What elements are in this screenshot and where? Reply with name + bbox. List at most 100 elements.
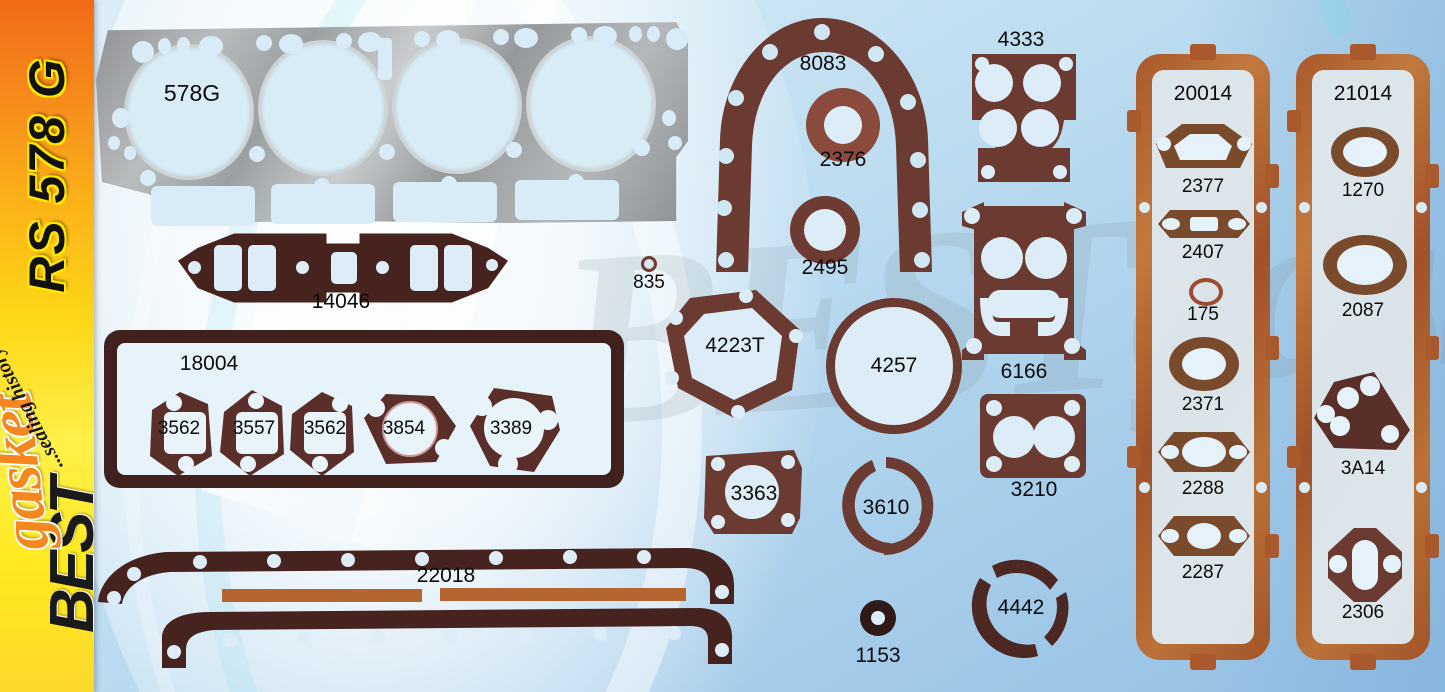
bolt-hole bbox=[249, 146, 265, 162]
vc21014-tab-right bbox=[1425, 336, 1439, 360]
bolt-hole bbox=[634, 140, 650, 156]
bolt-hole bbox=[132, 41, 154, 63]
label-3210: 3210 bbox=[1010, 478, 1058, 501]
bolt-hole bbox=[647, 26, 660, 42]
part-number-title: RS 578 G bbox=[19, 57, 75, 293]
bolt-hole bbox=[436, 30, 460, 50]
bolt-hole bbox=[1139, 202, 1150, 213]
gasket-6166-shape bbox=[962, 202, 1086, 360]
bolt-hole bbox=[199, 36, 223, 56]
o-ring-835 bbox=[641, 256, 657, 272]
label-835: 835 bbox=[633, 272, 665, 293]
label-18004-item-3: 3854 bbox=[382, 418, 426, 439]
gasket-2288-shape bbox=[1158, 432, 1250, 472]
oil-pan-gasket-22018: 22018 bbox=[70, 540, 750, 680]
label-175: 175 bbox=[1187, 304, 1219, 325]
bolt-hole bbox=[158, 38, 171, 54]
bolt-hole bbox=[1299, 202, 1310, 213]
bolt-hole bbox=[1256, 482, 1267, 493]
head-gasket-water-slot bbox=[151, 186, 255, 226]
label-2288: 2288 bbox=[1181, 478, 1225, 499]
o-ring-175 bbox=[1189, 278, 1223, 306]
bolt-hole bbox=[1299, 482, 1310, 493]
cylinder-bore bbox=[124, 44, 254, 180]
label-valve-cover-left: 18004 bbox=[179, 352, 239, 375]
plate-gasket-3363: 3363 bbox=[702, 446, 806, 538]
label-valve-cover-right: 21014 bbox=[1333, 82, 1393, 105]
vc21014-tab-right bbox=[1425, 534, 1439, 558]
bolt-hole bbox=[593, 26, 617, 46]
label-2087: 2087 bbox=[1341, 300, 1385, 321]
label-2377: 2377 bbox=[1181, 176, 1225, 197]
label-6166: 6166 bbox=[1000, 360, 1048, 383]
bolt-hole bbox=[1256, 202, 1267, 213]
ring-gasket-4257: 4257 bbox=[826, 298, 962, 434]
gasket-4442-shape bbox=[971, 559, 1069, 658]
bolt-hole bbox=[666, 28, 688, 50]
bolt-hole bbox=[379, 144, 395, 160]
vc21014-tab-top bbox=[1350, 44, 1376, 60]
bolt-hole bbox=[124, 146, 136, 160]
o-ring-835-body bbox=[641, 256, 657, 272]
label-1153: 1153 bbox=[855, 644, 901, 667]
cylinder-bore bbox=[392, 38, 522, 174]
bolt-hole bbox=[336, 33, 352, 49]
gasket-2287-shape bbox=[1158, 516, 1250, 556]
bolt-hole bbox=[376, 261, 389, 274]
gasket-1270-shape bbox=[1331, 127, 1399, 177]
label-4257: 4257 bbox=[870, 354, 918, 377]
label-3a14: 3A14 bbox=[1340, 458, 1386, 479]
vc21014-tab-left bbox=[1287, 446, 1301, 468]
bolt-hole bbox=[414, 31, 430, 47]
valve-cover-gasket-20014: 20014 2377 2407 175 2371 2288 bbox=[1127, 44, 1279, 670]
label-3610: 3610 bbox=[862, 496, 910, 519]
bolt-hole bbox=[108, 136, 120, 150]
label-2407: 2407 bbox=[1181, 242, 1225, 263]
vc18004-inner-parts bbox=[150, 388, 560, 476]
label-2371: 2371 bbox=[1181, 394, 1225, 415]
vc20014-tab-left bbox=[1127, 446, 1141, 468]
bolt-hole bbox=[188, 261, 201, 274]
bolt-hole bbox=[1416, 482, 1427, 493]
gasket-2377-shape bbox=[1156, 124, 1252, 168]
bolt-hole bbox=[514, 28, 538, 48]
label-18004-item-4: 3389 bbox=[489, 418, 533, 439]
intake-manifold-gasket-14046: 14046 bbox=[178, 232, 508, 313]
label-seal-2376: 2376 bbox=[819, 148, 867, 171]
washer-1153-bore bbox=[871, 611, 885, 625]
valve-cover-gasket-21014: 21014 1270 2087 3A14 2306 bbox=[1287, 44, 1439, 670]
carburetor-gasket-3210 bbox=[980, 394, 1086, 478]
vc21014-tab-bottom bbox=[1350, 654, 1376, 670]
bolt-hole bbox=[662, 110, 676, 126]
head-gasket-notch bbox=[378, 38, 392, 80]
gasket-3210-shape bbox=[980, 394, 1086, 478]
washer-1153 bbox=[860, 600, 896, 636]
bolt-hole bbox=[1139, 482, 1150, 493]
intake-port bbox=[410, 245, 438, 291]
bolt-hole bbox=[177, 37, 190, 53]
seal-2495-bore bbox=[804, 209, 846, 251]
vc20014-tab-left bbox=[1127, 110, 1141, 132]
label-intake: 14046 bbox=[311, 290, 371, 313]
gasket-3363-shape bbox=[704, 450, 802, 534]
water-pump-gasket-4223t: 4223T bbox=[660, 284, 808, 424]
gasket-2371-shape bbox=[1169, 337, 1239, 391]
gasket-4257-bore bbox=[835, 307, 953, 425]
gasket-2087-shape bbox=[1323, 235, 1407, 295]
vc20014-tab-bottom bbox=[1190, 654, 1216, 670]
bolt-hole bbox=[668, 136, 682, 150]
label-4223t: 4223T bbox=[705, 334, 765, 357]
bolt-hole bbox=[441, 176, 457, 192]
label-seal-2495: 2495 bbox=[801, 256, 849, 279]
brand-rail: RS 578 G BEST gasket ...sealing history! bbox=[0, 0, 94, 692]
bolt-hole bbox=[256, 35, 272, 51]
label-valve-cover-mid: 20014 bbox=[1173, 82, 1233, 105]
label-timing-cover: 8083 bbox=[799, 52, 847, 75]
rear-main-seal-4442: 4442 bbox=[966, 552, 1076, 662]
cylinder-bore bbox=[258, 40, 388, 176]
vc20014-tab-right bbox=[1265, 336, 1279, 360]
vc21014-tab-right bbox=[1425, 164, 1439, 188]
bolt-hole bbox=[279, 34, 303, 54]
carburetor-gasket-6166 bbox=[962, 202, 1086, 362]
vc20014-tab-top bbox=[1190, 44, 1216, 60]
